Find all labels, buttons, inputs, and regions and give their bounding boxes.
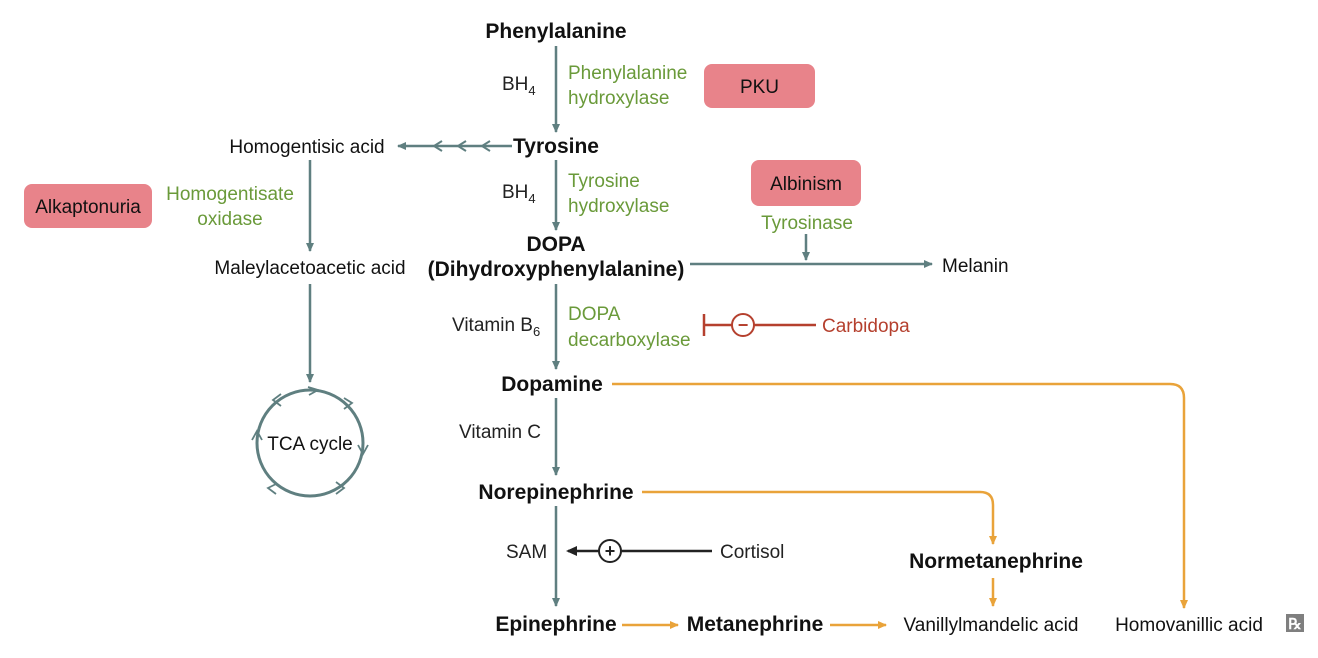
node-maleylacetoacetic-acid: Maleylacetoacetic acid <box>214 258 405 279</box>
chevron-icon <box>456 140 467 152</box>
node-normetanephrine: Normetanephrine <box>909 550 1083 573</box>
chevron-icon <box>432 140 443 152</box>
disease-albinism: Albinism <box>770 174 842 195</box>
plus-icon: + <box>605 541 616 561</box>
disease-box-albinism <box>751 160 861 206</box>
node-dopamine: Dopamine <box>501 373 603 396</box>
cofactor-bh4-2: BH4 <box>502 182 536 206</box>
cofactor-vitamin-c: Vitamin C <box>459 422 541 443</box>
cycle-arrow-icon <box>343 397 354 410</box>
cycle-arrow-icon <box>307 386 321 396</box>
cycle-arrow-icon <box>251 429 263 441</box>
inhibitor-carbidopa: Carbidopa <box>822 316 910 337</box>
enzyme-tyrosine-hydroxylase-line2: hydroxylase <box>568 196 669 217</box>
node-dopa: DOPA <box>526 233 585 256</box>
enzyme-dopa-decarboxylase: DOPA <box>568 304 621 325</box>
node-tca-cycle: TCA cycle <box>267 434 353 455</box>
cycle-arrow-icon <box>357 444 369 456</box>
cycle-arrow-icon <box>266 483 277 495</box>
rx-logo-text: ℞ <box>1288 616 1301 633</box>
enzyme-tyrosine-hydroxylase: Tyrosine <box>568 171 640 192</box>
node-phenylalanine: Phenylalanine <box>485 20 626 43</box>
enzyme-tyrosinase: Tyrosinase <box>761 213 853 234</box>
arrow-dopamine-to-homovanillic-acid <box>612 382 1188 609</box>
enzyme-phenylalanine-hydroxylase: Phenylalanine <box>568 63 687 84</box>
enzyme-homogentisate-oxidase-line2: oxidase <box>197 209 263 230</box>
enzyme-phenylalanine-hydroxylase-line2: hydroxylase <box>568 88 669 109</box>
disease-box-alkaptonuria <box>24 184 152 228</box>
stimulate-circle-icon <box>598 539 622 563</box>
node-norepinephrine: Norepinephrine <box>478 481 633 504</box>
node-dopa-full-name: (Dihydroxyphenylalanine) <box>428 258 685 281</box>
cofactor-sam: SAM <box>506 542 547 563</box>
minus-icon: − <box>738 315 749 335</box>
node-melanin: Melanin <box>942 256 1009 277</box>
tca-cycle-circle <box>255 388 365 498</box>
inhibit-circle-icon <box>731 313 755 337</box>
enzyme-homogentisate-oxidase: Homogentisate <box>166 184 294 205</box>
chevron-icon <box>480 140 491 152</box>
cycle-arrow-icon <box>271 393 282 407</box>
cycle-arrow-icon <box>335 481 346 495</box>
arrow-norepinephrine-to-normetanephrine <box>642 490 997 545</box>
cortisol-label: Cortisol <box>720 542 784 563</box>
cofactor-bh4-1: BH4 <box>502 74 536 98</box>
enzyme-dopa-decarboxylase-line2: decarboxylase <box>568 330 691 351</box>
disease-pku: PKU <box>740 77 779 98</box>
rx-logo-icon <box>1286 614 1304 632</box>
disease-alkaptonuria: Alkaptonuria <box>35 197 141 218</box>
disease-box-pku <box>704 64 815 108</box>
node-epinephrine: Epinephrine <box>495 613 616 636</box>
node-metanephrine: Metanephrine <box>687 613 824 636</box>
node-tyrosine: Tyrosine <box>513 135 599 158</box>
cofactor-vitamin-b6: Vitamin B6 <box>452 315 540 339</box>
node-vanillylmandelic-acid: Vanillylmandelic acid <box>904 615 1079 636</box>
node-homogentisic-acid: Homogentisic acid <box>229 137 384 158</box>
node-homovanillic-acid: Homovanillic acid <box>1115 615 1263 636</box>
